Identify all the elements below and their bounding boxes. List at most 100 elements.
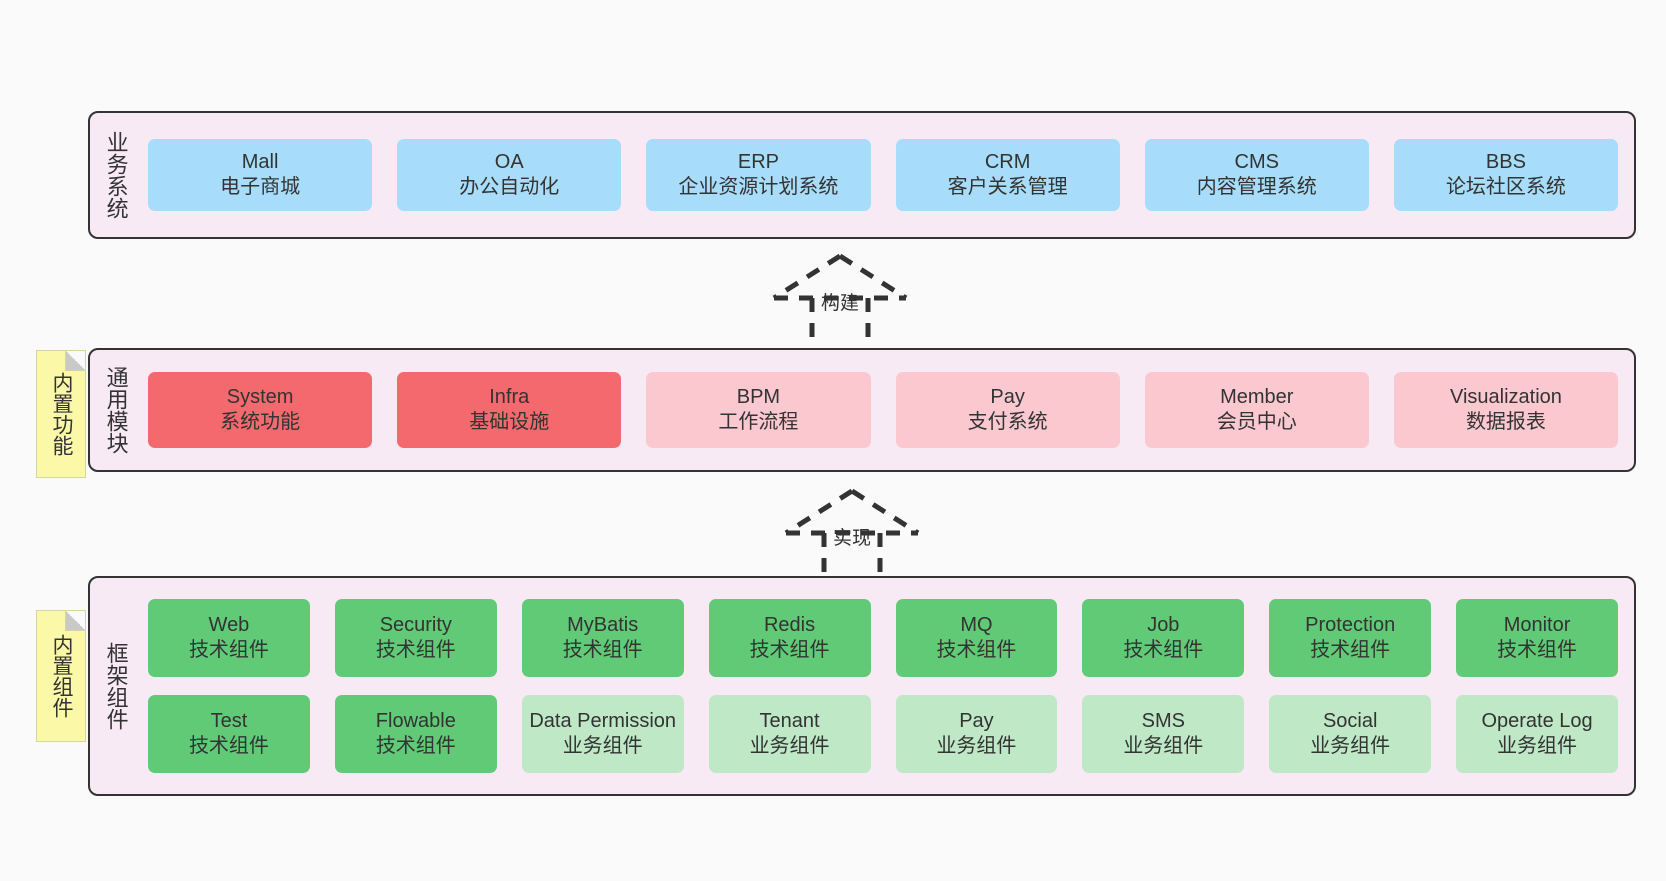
node-mq-name: MQ (960, 614, 993, 636)
node-member[interactable]: Member 会员中心 (1144, 372, 1369, 448)
node-cms-name: CMS (1234, 151, 1279, 173)
sticky-note-builtin-features-label: 内置功能 (50, 372, 74, 456)
node-bpm-desc: 工作流程 (718, 411, 799, 433)
connector-build-arrow: 构建 (760, 252, 920, 357)
node-security[interactable]: Security 技术组件 (334, 599, 497, 677)
node-tenant[interactable]: Tenant 业务组件 (708, 695, 871, 773)
node-web-desc: 技术组件 (188, 639, 269, 661)
node-data-permission-name: Data Permission (529, 710, 677, 732)
node-operate-log[interactable]: Operate Log 业务组件 (1456, 695, 1618, 773)
node-pay-module[interactable]: Pay 支付系统 (895, 372, 1120, 448)
layer-framework-components-title: 框架组件 (103, 642, 129, 730)
node-bpm[interactable]: BPM 工作流程 (646, 372, 871, 448)
node-data-permission-desc: 业务组件 (562, 735, 643, 757)
node-cms[interactable]: CMS 内容管理系统 (1144, 139, 1369, 211)
node-mq-desc: 技术组件 (936, 639, 1017, 661)
sticky-note-builtin-components: 内置组件 (36, 610, 86, 742)
layer-business-system-body: Mall 电子商城 OA 办公自动化 ERP 企业资源计划系统 CRM 客户关系… (142, 113, 1634, 237)
node-mall-name: Mall (241, 151, 279, 173)
node-oa-desc: 办公自动化 (459, 176, 560, 198)
modules-node-row: System 系统功能 Infra 基础设施 BPM 工作流程 Pay 支付系统… (142, 372, 1624, 448)
node-mq[interactable]: MQ 技术组件 (895, 599, 1058, 677)
node-test-name: Test (210, 710, 248, 732)
node-system-name: System (226, 386, 294, 408)
node-erp[interactable]: ERP 企业资源计划系统 (646, 139, 871, 211)
framework-node-row-business: Test 技术组件 Flowable 技术组件 Data Permission … (142, 695, 1624, 773)
node-pay-module-desc: 支付系统 (967, 411, 1048, 433)
layer-business-system-title: 业务系统 (103, 131, 129, 219)
business-node-row: Mall 电子商城 OA 办公自动化 ERP 企业资源计划系统 CRM 客户关系… (142, 139, 1624, 211)
node-member-desc: 会员中心 (1216, 411, 1297, 433)
node-erp-desc: 企业资源计划系统 (678, 176, 839, 198)
node-bbs-name: BBS (1485, 151, 1526, 173)
node-system[interactable]: System 系统功能 (148, 372, 373, 448)
node-visualization-name: Visualization (1449, 386, 1562, 408)
layer-common-modules-body: System 系统功能 Infra 基础设施 BPM 工作流程 Pay 支付系统… (142, 350, 1634, 470)
node-social-name: Social (1322, 710, 1378, 732)
node-redis-name: Redis (763, 614, 816, 636)
node-member-name: Member (1220, 386, 1294, 408)
node-operate-log-name: Operate Log (1481, 710, 1593, 732)
node-flowable[interactable]: Flowable 技术组件 (334, 695, 497, 773)
node-erp-name: ERP (737, 151, 779, 173)
node-oa[interactable]: OA 办公自动化 (397, 139, 622, 211)
node-redis[interactable]: Redis 技术组件 (708, 599, 871, 677)
node-flowable-desc: 技术组件 (375, 735, 456, 757)
node-crm[interactable]: CRM 客户关系管理 (895, 139, 1120, 211)
connector-build-label: 构建 (820, 293, 860, 314)
node-pay-component-name: Pay (959, 710, 994, 732)
node-pay-component-desc: 业务组件 (936, 735, 1017, 757)
layer-framework-components-body: Web 技术组件 Security 技术组件 MyBatis 技术组件 Redi… (142, 578, 1634, 794)
node-mall[interactable]: Mall 电子商城 (148, 139, 373, 211)
node-monitor-desc: 技术组件 (1497, 639, 1578, 661)
node-monitor-name: Monitor (1503, 614, 1571, 636)
sticky-note-builtin-features: 内置功能 (36, 350, 86, 478)
node-bpm-name: BPM (736, 386, 781, 408)
node-test-desc: 技术组件 (188, 735, 269, 757)
node-mall-desc: 电子商城 (220, 176, 301, 198)
node-tenant-desc: 业务组件 (749, 735, 830, 757)
node-mybatis-name: MyBatis (567, 614, 639, 636)
node-visualization[interactable]: Visualization 数据报表 (1393, 372, 1619, 448)
node-sms-name: SMS (1141, 710, 1185, 732)
layer-common-modules: 通用模块 System 系统功能 Infra 基础设施 BPM 工作流程 Pay (88, 348, 1636, 472)
node-job[interactable]: Job 技术组件 (1082, 599, 1245, 677)
sticky-note-builtin-components-label: 内置组件 (50, 634, 74, 718)
node-test[interactable]: Test 技术组件 (148, 695, 310, 773)
node-visualization-desc: 数据报表 (1465, 411, 1546, 433)
node-system-desc: 系统功能 (220, 411, 301, 433)
node-bbs[interactable]: BBS 论坛社区系统 (1393, 139, 1619, 211)
node-data-permission[interactable]: Data Permission 业务组件 (521, 695, 684, 773)
node-social-desc: 业务组件 (1310, 735, 1391, 757)
node-protection-name: Protection (1305, 614, 1396, 636)
layer-business-system: 业务系统 Mall 电子商城 OA 办公自动化 ERP 企业资源计划系统 CRM (88, 111, 1636, 239)
node-flowable-name: Flowable (375, 710, 456, 732)
node-social[interactable]: Social 业务组件 (1269, 695, 1432, 773)
node-mybatis-desc: 技术组件 (562, 639, 643, 661)
node-web[interactable]: Web 技术组件 (148, 599, 310, 677)
layer-framework-components: 框架组件 Web 技术组件 Security 技术组件 MyBatis 技术组件… (88, 576, 1636, 796)
node-tenant-name: Tenant (759, 710, 820, 732)
node-mybatis[interactable]: MyBatis 技术组件 (521, 599, 684, 677)
node-job-desc: 技术组件 (1123, 639, 1204, 661)
node-infra-desc: 基础设施 (469, 411, 550, 433)
node-operate-log-desc: 业务组件 (1497, 735, 1578, 757)
node-pay-component[interactable]: Pay 业务组件 (895, 695, 1058, 773)
node-security-desc: 技术组件 (375, 639, 456, 661)
node-infra-name: Infra (489, 386, 530, 408)
node-sms[interactable]: SMS 业务组件 (1082, 695, 1245, 773)
node-crm-name: CRM (984, 151, 1031, 173)
node-protection[interactable]: Protection 技术组件 (1269, 599, 1432, 677)
node-crm-desc: 客户关系管理 (947, 176, 1068, 198)
connector-implement-label: 实现 (832, 528, 872, 549)
node-pay-module-name: Pay (990, 386, 1025, 408)
node-protection-desc: 技术组件 (1310, 639, 1391, 661)
layer-common-modules-title: 通用模块 (103, 366, 129, 454)
node-redis-desc: 技术组件 (749, 639, 830, 661)
framework-node-row-technical: Web 技术组件 Security 技术组件 MyBatis 技术组件 Redi… (142, 599, 1624, 677)
node-oa-name: OA (494, 151, 524, 173)
node-monitor[interactable]: Monitor 技术组件 (1456, 599, 1618, 677)
node-security-name: Security (379, 614, 452, 636)
node-infra[interactable]: Infra 基础设施 (397, 372, 622, 448)
